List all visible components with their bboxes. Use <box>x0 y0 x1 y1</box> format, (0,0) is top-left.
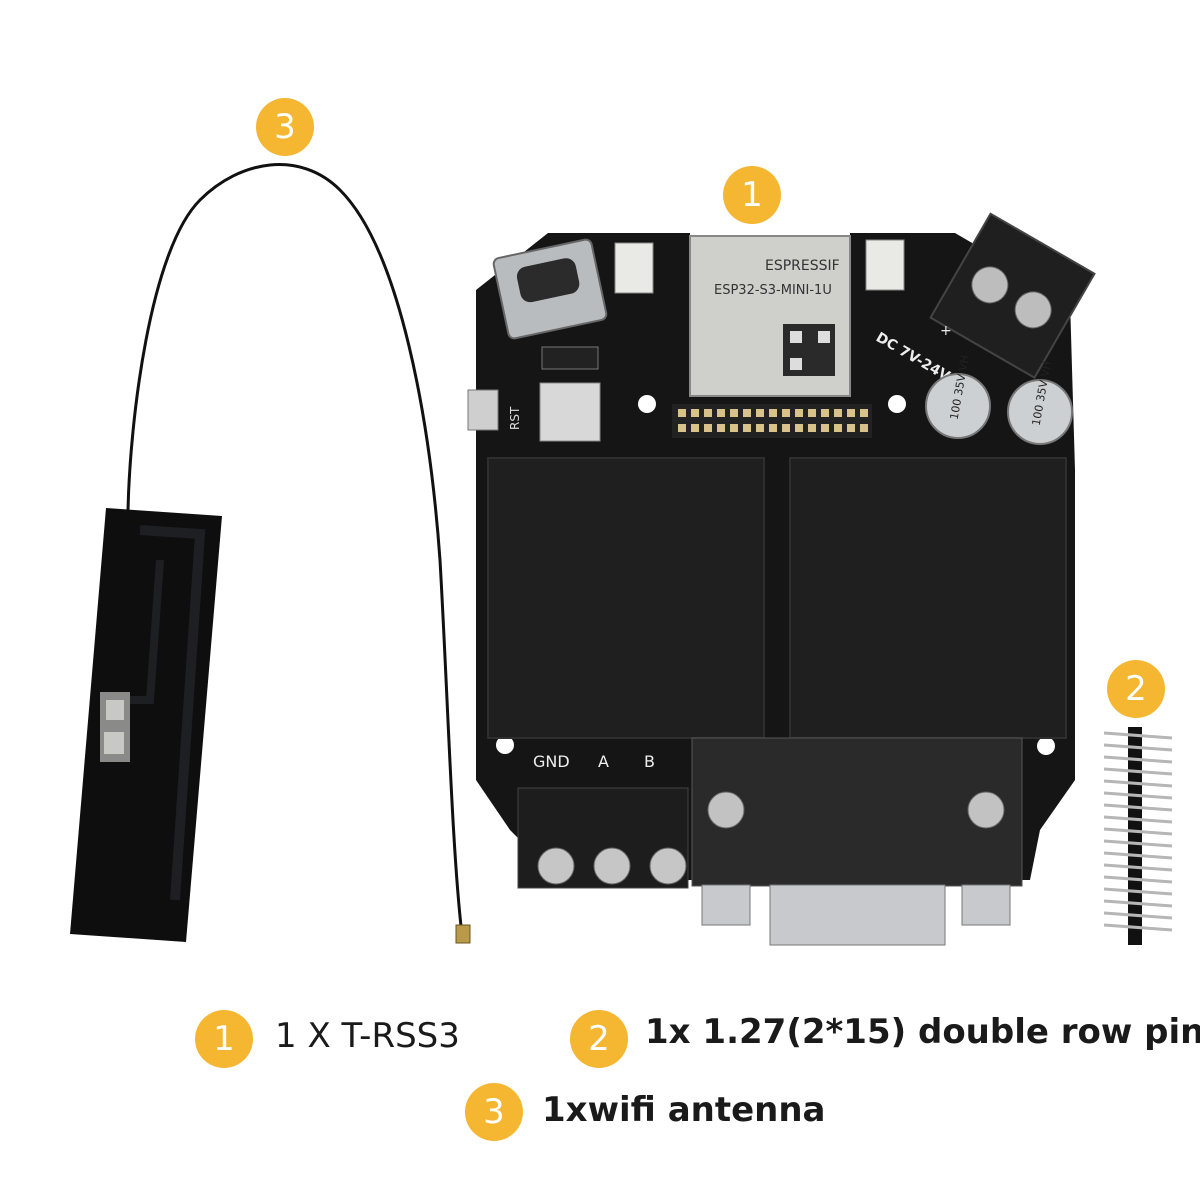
db9-connector <box>691 737 1023 887</box>
relay-module-left <box>487 457 765 739</box>
boot-button <box>865 239 905 291</box>
reset-button <box>614 242 654 294</box>
double-row-pin-header <box>1103 727 1173 945</box>
legend-2-badge: 2 <box>570 1010 628 1068</box>
rst-label: RST <box>508 406 522 430</box>
badge-pins: 2 <box>1107 660 1165 718</box>
b-label: B <box>644 752 655 771</box>
module-brand-text: ESPRESSIF <box>765 258 840 274</box>
badge-board: 1 <box>723 166 781 224</box>
relay-module-right <box>789 457 1067 739</box>
badge-antenna: 3 <box>256 98 314 156</box>
legend-3-badge: 3 <box>465 1083 523 1141</box>
gnd-label: GND <box>533 752 570 771</box>
wifi-antenna <box>70 163 471 944</box>
t-rss3-board: ESPRESSIF ESP32-S3-MINI-1U RST DC 7V-24V… <box>467 212 1096 946</box>
a-label: A <box>598 752 609 771</box>
legend-2-text: 1x 1.27(2*15) double row pin <box>645 1012 1200 1052</box>
legend-1-text: 1 X T-RSS3 <box>275 1016 460 1056</box>
power-plus-label: + <box>940 323 952 339</box>
power-terminal <box>929 212 1096 379</box>
module-name-text: ESP32-S3-MINI-1U <box>714 283 832 298</box>
legend-1-badge: 1 <box>195 1010 253 1068</box>
legend-3-text: 1xwifi antenna <box>542 1090 826 1130</box>
capacitor-2 <box>1007 379 1073 445</box>
capacitor-1 <box>925 373 991 439</box>
